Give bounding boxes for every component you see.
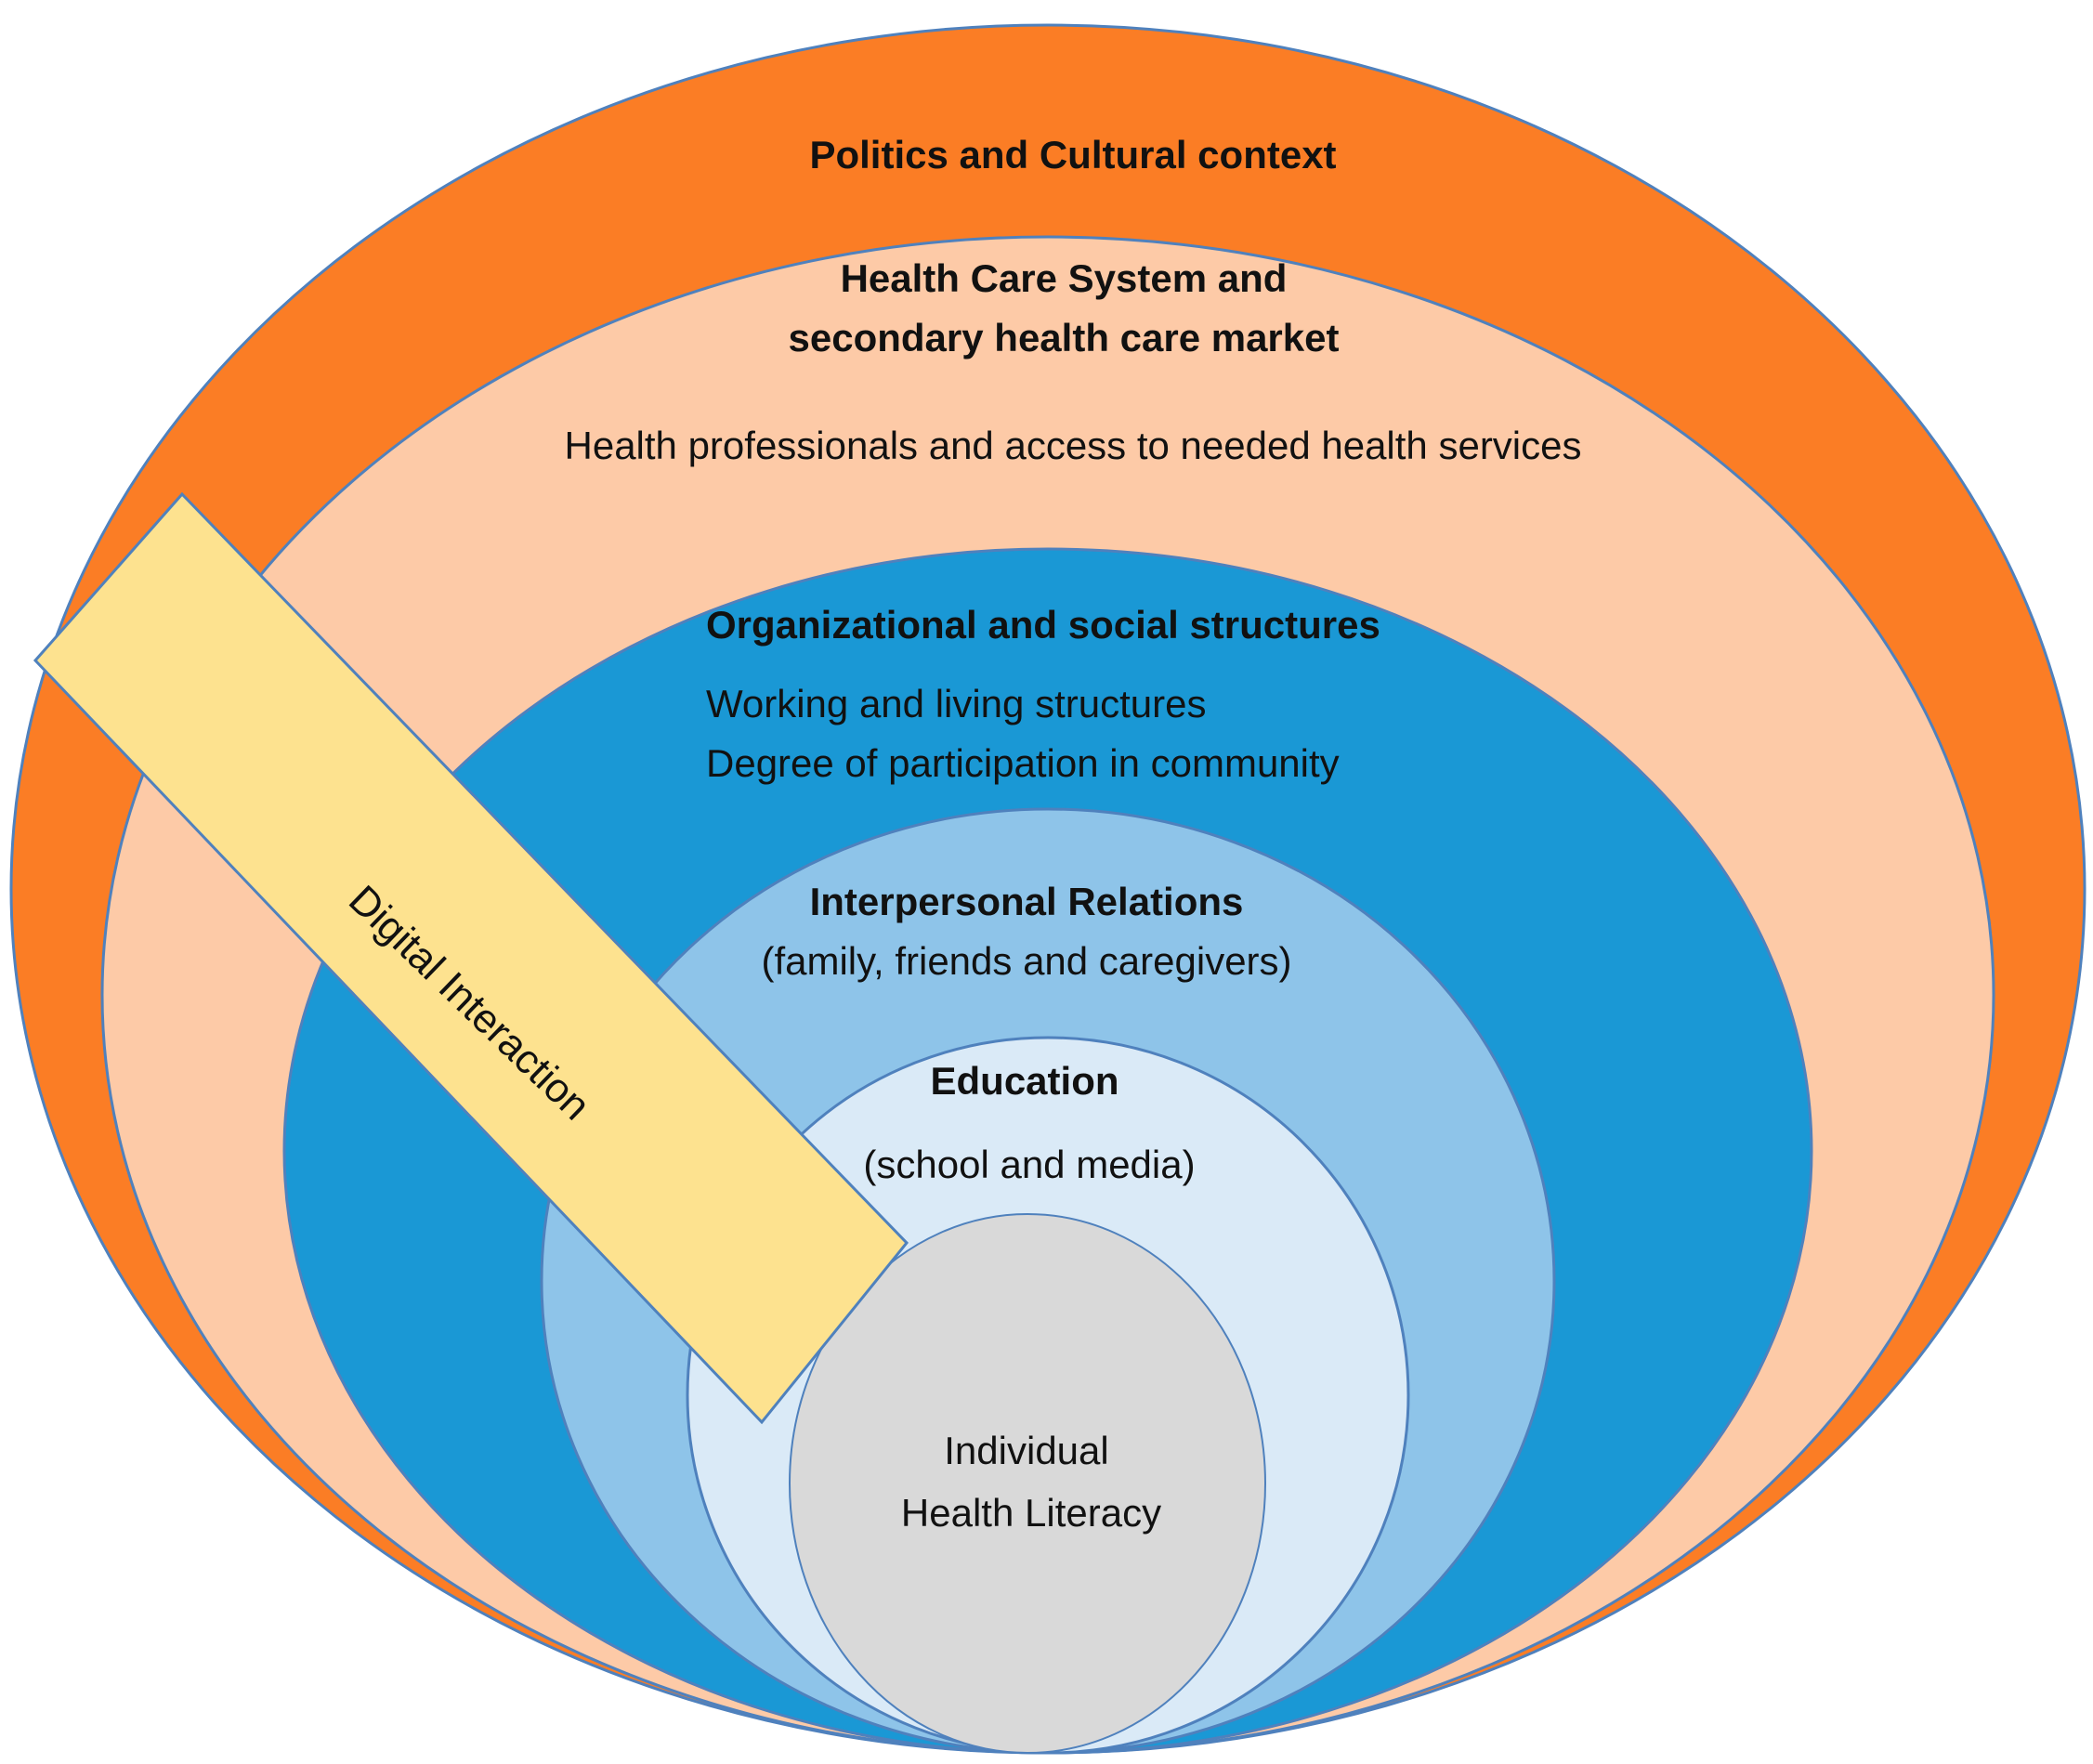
politics-title: Politics and Cultural context bbox=[809, 133, 1337, 176]
individual-layer bbox=[789, 1213, 1266, 1754]
health-care-title-line1: Health Care System and bbox=[840, 256, 1288, 300]
individual-line2: Health Literacy bbox=[900, 1491, 1162, 1535]
education-subtitle: (school and media) bbox=[863, 1143, 1196, 1186]
individual-line1: Individual bbox=[944, 1429, 1109, 1472]
interpersonal-title: Interpersonal Relations bbox=[809, 880, 1244, 923]
organizational-line2: Degree of participation in community bbox=[706, 741, 1340, 785]
organizational-line1: Working and living structures bbox=[706, 682, 1207, 725]
digital-interaction-band bbox=[33, 491, 909, 1425]
education-title: Education bbox=[930, 1059, 1119, 1103]
interpersonal-subtitle: (family, friends and caregivers) bbox=[761, 939, 1292, 983]
health-care-subtitle: Health professionals and access to neede… bbox=[564, 424, 1582, 467]
organizational-title: Organizational and social structures bbox=[706, 603, 1380, 647]
health-care-title-line2: secondary health care market bbox=[788, 316, 1340, 359]
